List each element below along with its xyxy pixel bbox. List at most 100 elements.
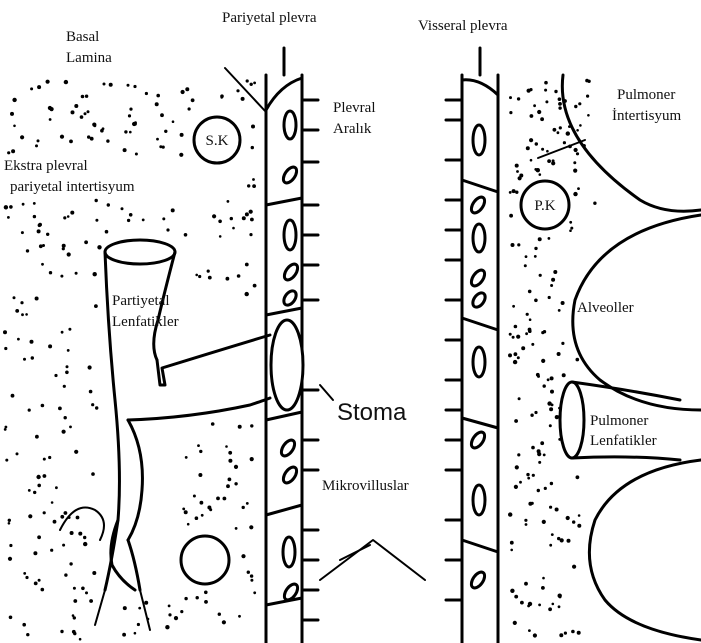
stipple-dot (60, 515, 64, 519)
stipple-dot (512, 189, 516, 193)
stipple-dot (558, 97, 562, 101)
stipple-dot (50, 549, 53, 552)
stipple-dot (55, 486, 58, 489)
stipple-dot (574, 148, 578, 152)
stipple-dot (51, 501, 54, 504)
stipple-dot (534, 411, 537, 414)
stipple-dot (129, 131, 132, 134)
stipple-dot (38, 224, 42, 228)
stipple-dot (37, 484, 41, 488)
stipple-dot (551, 533, 554, 536)
stipple-dot (542, 577, 545, 580)
stipple-dot (238, 425, 242, 429)
stipple-dot (550, 390, 554, 394)
stipple-dot (188, 107, 191, 110)
visceral-pleura-membrane (462, 48, 498, 643)
stipple-dot (185, 456, 188, 459)
stipple-dot (22, 623, 26, 627)
stipple-dot (558, 106, 561, 109)
stipple-dot (232, 227, 235, 230)
stipple-dot (85, 591, 88, 594)
stipple-dot (573, 192, 577, 196)
stipple-dot (212, 214, 216, 218)
stipple-dot (95, 219, 98, 222)
stipple-dot (509, 191, 512, 194)
stipple-dot (5, 459, 8, 462)
stipple-dot (514, 325, 518, 329)
stipple-dot (579, 124, 582, 127)
stipple-dot (80, 115, 84, 119)
stipple-dot (528, 290, 532, 294)
stipple-dot (61, 331, 64, 334)
stipple-dot (204, 600, 208, 604)
stipple-dot (168, 613, 171, 616)
stipple-dot (549, 424, 552, 427)
stipple-dot (578, 102, 581, 105)
stipple-dot (550, 482, 553, 485)
stipple-dot (516, 170, 519, 173)
stipple-dot (509, 111, 512, 114)
stipple-dot (252, 178, 255, 181)
stipple-dot (97, 245, 101, 249)
stipple-dot (25, 576, 28, 579)
stipple-dot (195, 516, 199, 520)
stipple-dot (64, 573, 67, 576)
stipple-dot (85, 95, 88, 98)
visceral-microvilli (446, 100, 462, 600)
stipple-dot (133, 85, 136, 88)
stipple-dot (242, 216, 246, 220)
stipple-dot (134, 632, 137, 635)
stipple-dot (127, 219, 130, 222)
stipple-dot (62, 247, 65, 250)
stipple-dot (538, 604, 541, 607)
stipple-dot (220, 96, 223, 99)
stipple-dot (64, 511, 68, 515)
stipple-dot (218, 613, 221, 616)
stipple-dot (204, 591, 208, 595)
stipple-dot (515, 164, 519, 168)
stipple-dot (530, 414, 533, 417)
stipple-dot (33, 215, 36, 218)
stipple-dot (12, 98, 16, 102)
stipple-dot (549, 407, 553, 411)
stipple-dot (547, 159, 551, 163)
stipple-dot (508, 353, 512, 357)
pulmoner-intertisyum-label-1: Pulmoner (617, 87, 675, 103)
stipple-dot (35, 297, 39, 301)
stipple-dot (53, 520, 57, 524)
stipple-dot (250, 83, 253, 86)
stipple-dot (245, 263, 249, 267)
stipple-dot (539, 173, 542, 176)
stipple-dot (530, 114, 534, 118)
stipple-dot (69, 426, 72, 429)
stipple-dot (94, 304, 98, 308)
stipple-dot (552, 603, 555, 606)
stipple-dot (529, 318, 532, 321)
stipple-dot (509, 333, 512, 336)
stipple-dot (156, 138, 159, 141)
stipple-dot (577, 631, 581, 635)
stipple-dot (9, 616, 13, 620)
stipple-dot (537, 452, 541, 456)
stipple-dot (557, 131, 560, 134)
stipple-dot (135, 153, 138, 156)
stipple-dot (30, 340, 34, 344)
stipple-dot (543, 384, 546, 387)
stipple-dot (218, 220, 222, 224)
stipple-dot (515, 191, 518, 194)
stipple-dot (67, 252, 71, 256)
stipple-dot (54, 374, 57, 377)
stipple-dot (78, 532, 82, 536)
stipple-dot (73, 616, 76, 619)
stipple-dot (168, 605, 171, 608)
stipple-dot (569, 221, 572, 224)
stipple-dot (171, 208, 175, 212)
stipple-dot (548, 237, 551, 240)
stipple-dot (527, 477, 530, 480)
stipple-dot (512, 336, 515, 339)
stipple-dot (593, 202, 596, 205)
stipple-dot (558, 594, 562, 598)
stipple-dot (83, 536, 86, 539)
stipple-dot (509, 214, 513, 218)
stipple-dot (226, 484, 230, 488)
